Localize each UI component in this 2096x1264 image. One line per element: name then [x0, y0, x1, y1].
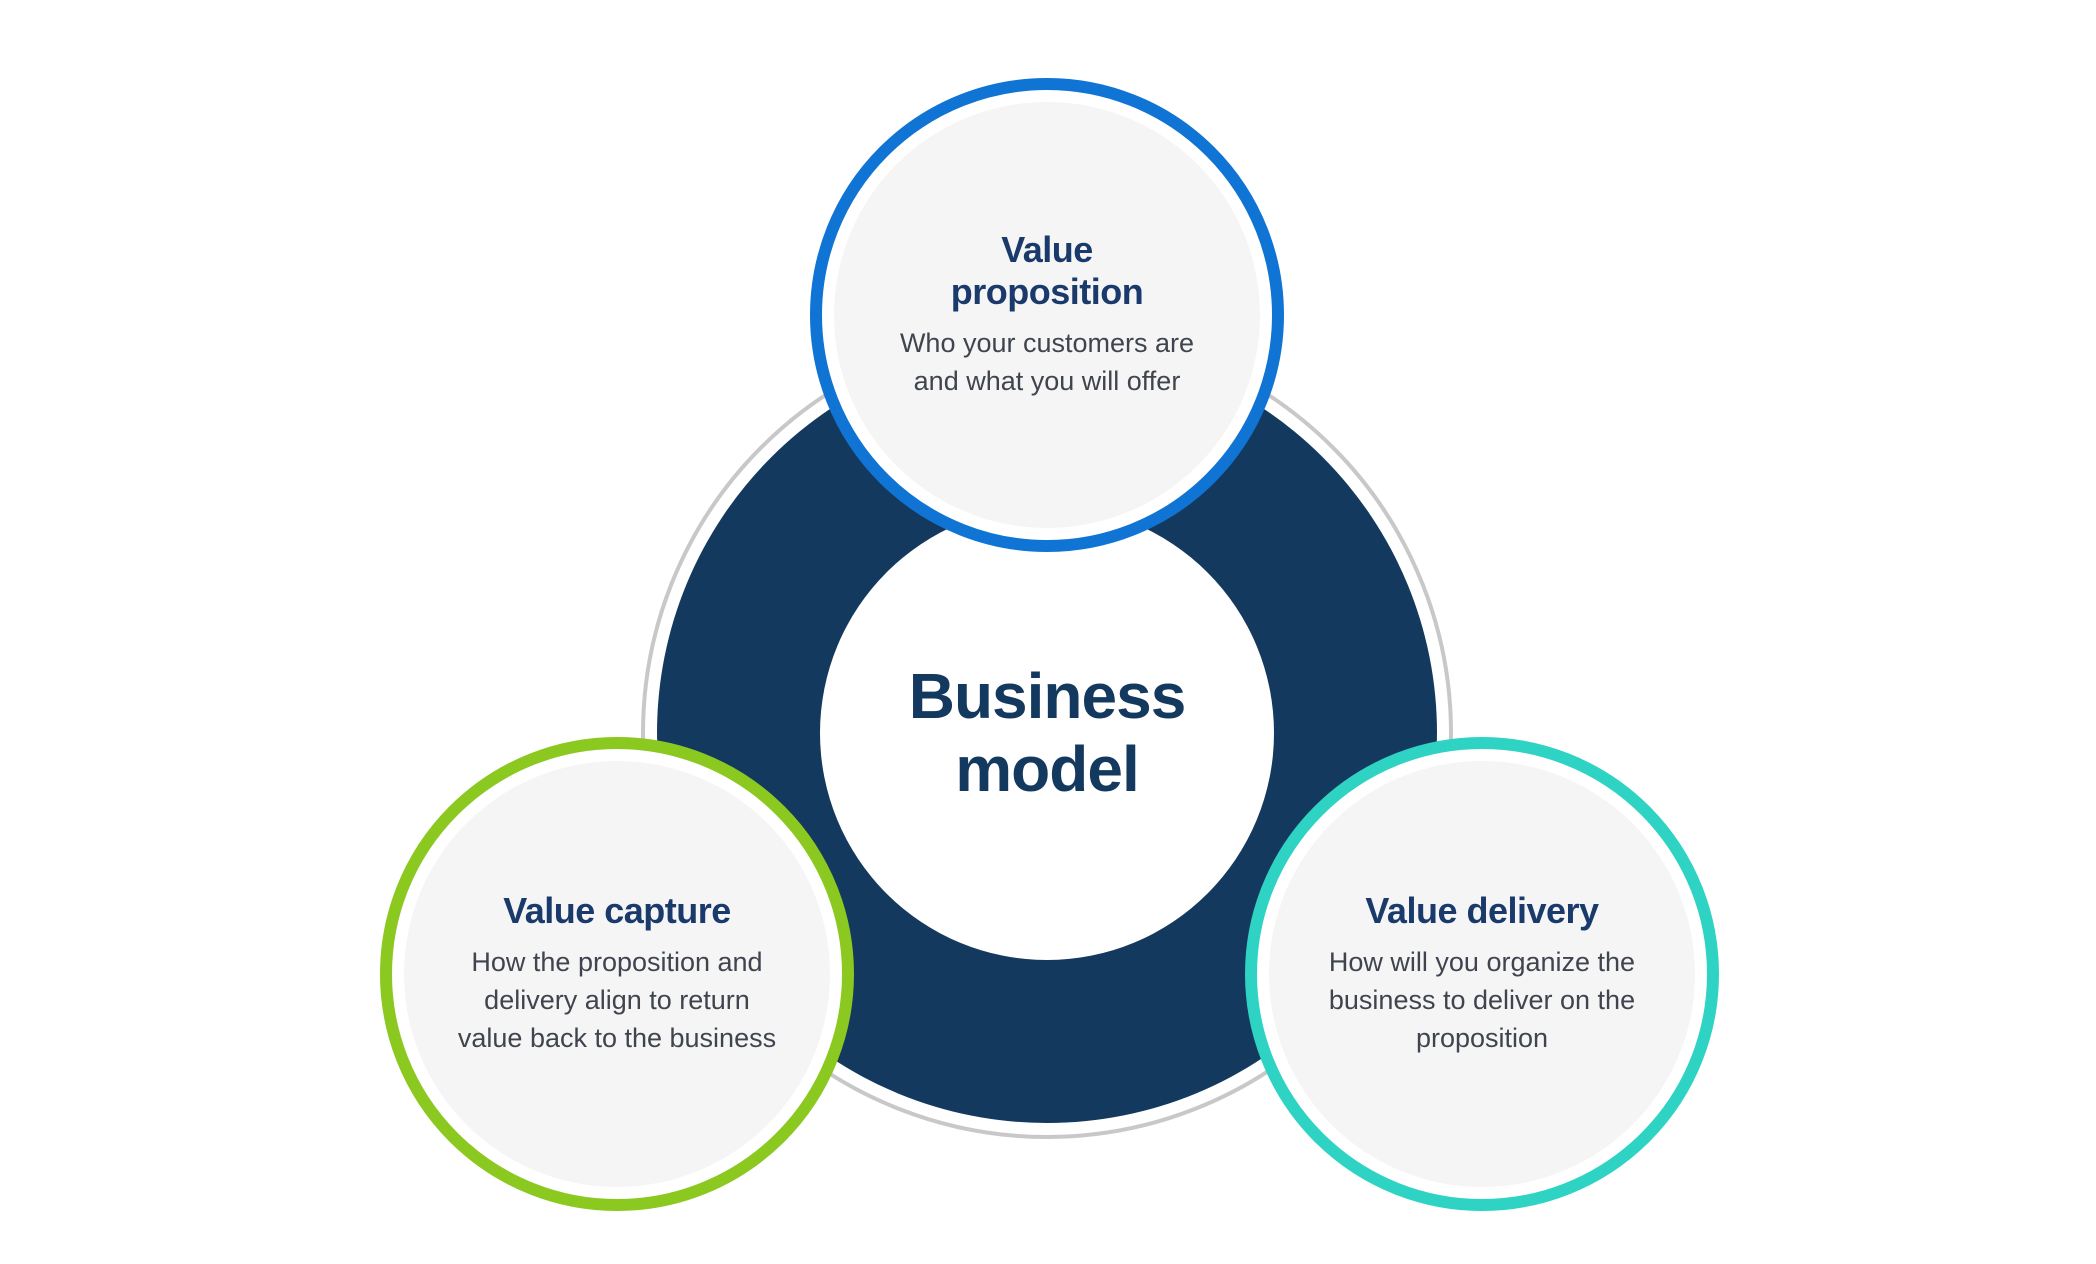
- node-description-value-proposition: Who your customers are and what you will…: [899, 327, 1195, 396]
- donut-hole: Business model: [820, 506, 1274, 960]
- node-inner-disc: [404, 761, 830, 1187]
- node-inner-disc: [834, 102, 1260, 528]
- node-content: Value proposition Who your customers are…: [870, 229, 1224, 400]
- node-description-value-delivery: How will you organize the business to de…: [1328, 947, 1636, 1053]
- node-inner-disc: [1269, 761, 1695, 1187]
- node-title-value-proposition: Value proposition: [950, 229, 1144, 313]
- center-title: Business model: [908, 660, 1187, 805]
- node-title-value-capture: Value capture: [503, 890, 731, 932]
- node-content: Value capture How the proposition and de…: [428, 890, 806, 1057]
- node-title-value-delivery: Value delivery: [1365, 890, 1599, 932]
- node-value-proposition: Value proposition Who your customers are…: [810, 78, 1284, 552]
- node-description-value-capture: How the proposition and delivery align t…: [457, 947, 777, 1053]
- node-value-capture: Value capture How the proposition and de…: [380, 737, 854, 1211]
- node-content: Value delivery How will you organize the…: [1299, 890, 1665, 1057]
- node-value-delivery: Value delivery How will you organize the…: [1245, 737, 1719, 1211]
